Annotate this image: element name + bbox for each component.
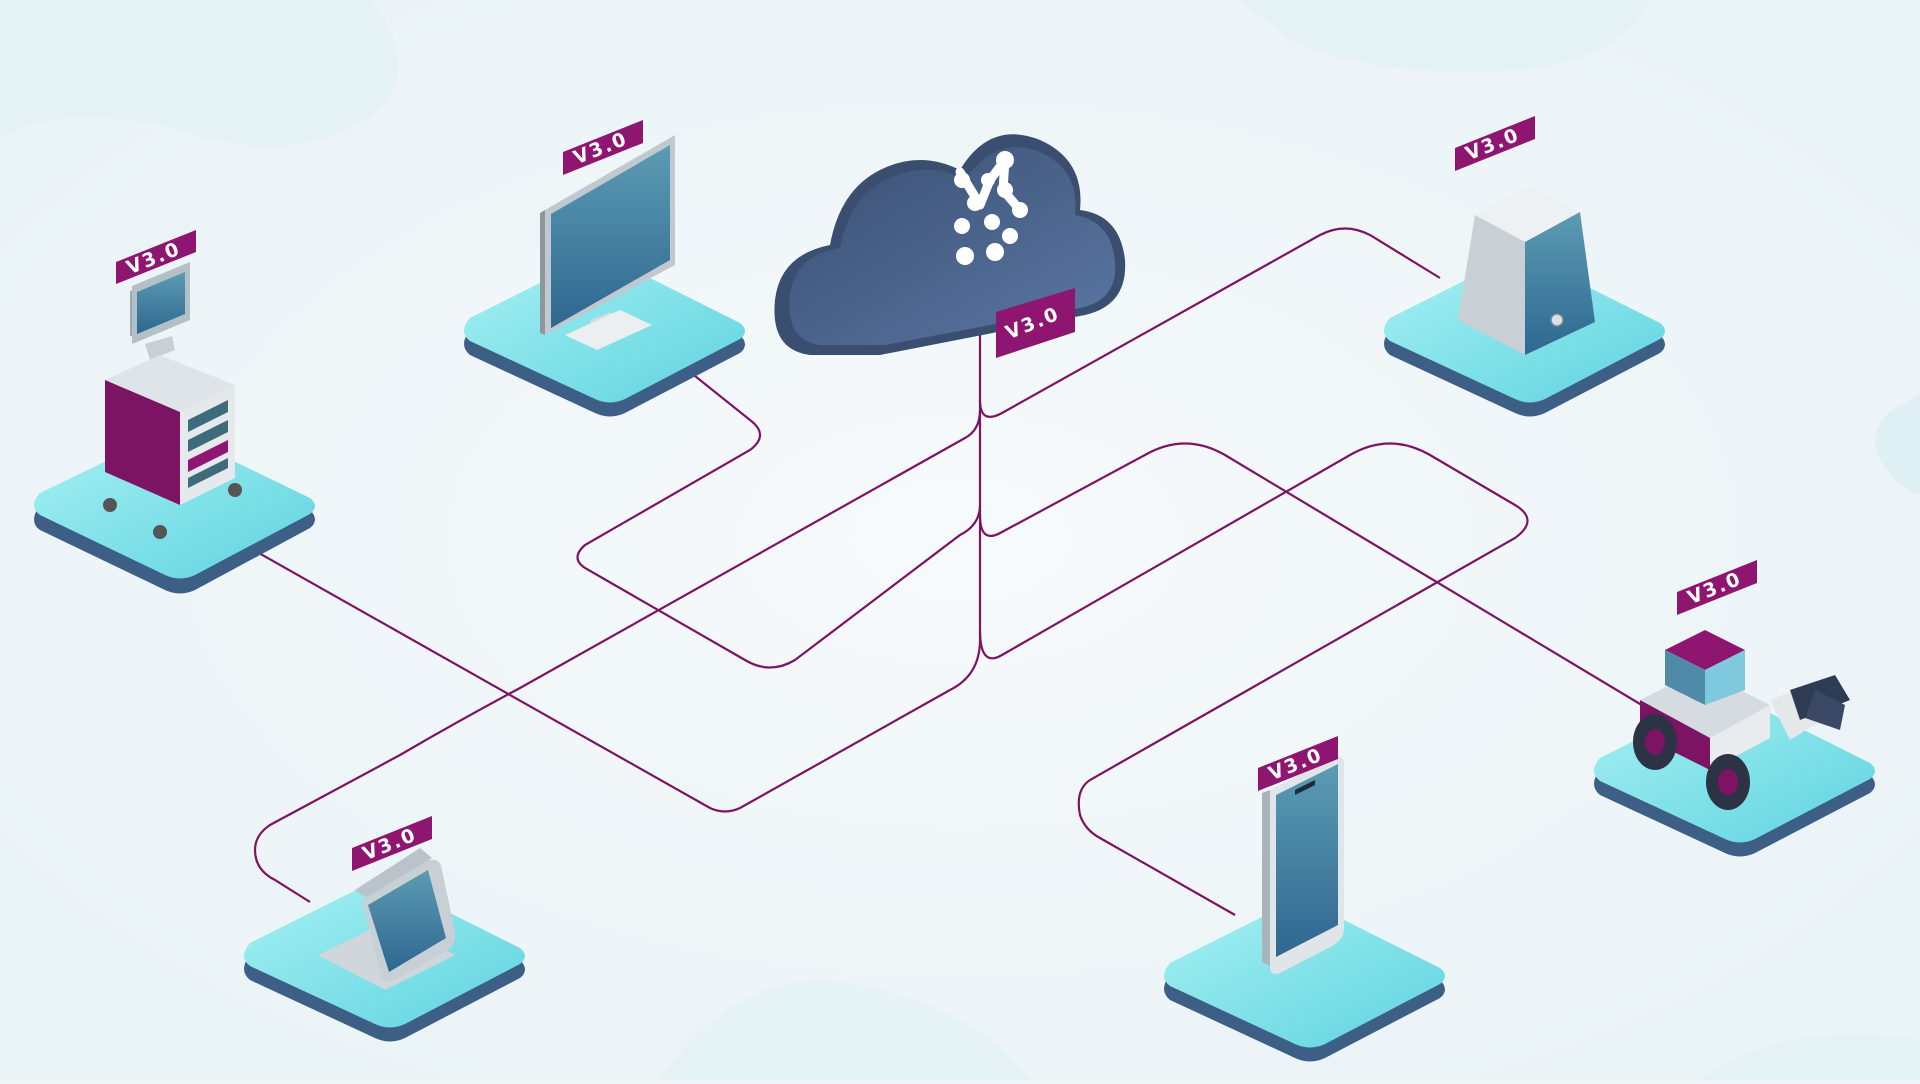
tablet-stand-icon (318, 848, 456, 990)
network-dots-logo-icon (954, 151, 1028, 265)
background-blob (660, 980, 1030, 1080)
connector-tablet (253, 409, 982, 903)
background-blob (1700, 1035, 1920, 1080)
server-icon (1458, 185, 1595, 355)
platform-medical-cart (34, 432, 315, 594)
connector-tractor (978, 442, 1651, 711)
monitor-icon (540, 135, 675, 350)
connector-medical-cart (249, 305, 982, 813)
background-blob (1240, 0, 1650, 72)
badge-hub: V3.0 (996, 288, 1075, 358)
connection-lines (249, 227, 1651, 916)
platform-smartphone (1164, 900, 1445, 1062)
connector-monitor (576, 371, 982, 669)
connector-server (978, 227, 1441, 418)
medical-cart-icon (103, 262, 242, 539)
background-blob (0, 0, 398, 146)
smartphone-icon (1262, 756, 1344, 974)
background-blob (1875, 395, 1920, 495)
tractor-icon (1633, 630, 1850, 810)
connector-smartphone (978, 442, 1529, 916)
